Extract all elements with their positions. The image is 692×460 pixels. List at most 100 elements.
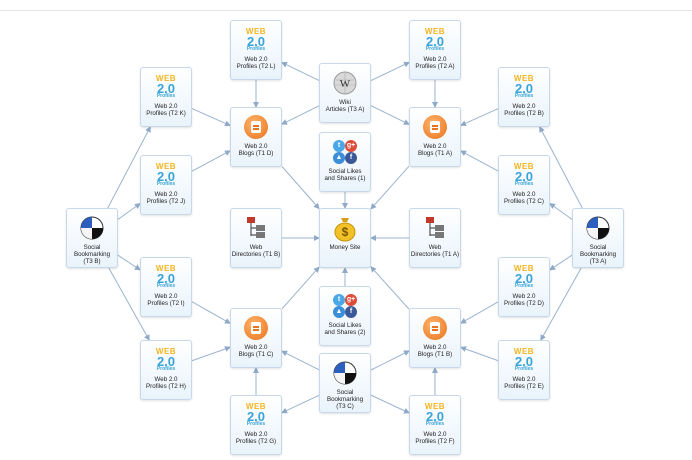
svg-text:$: $ [342,225,349,239]
node-label: Web Directories (T1 A) [410,244,460,258]
node-label: Social Bookmarking (T3 C) [326,389,364,410]
node-label: Web 2.0 Profiles (T2 I) [147,293,185,307]
node-t3c: Social Bookmarking (T3 C) [319,353,371,413]
node-label: Web 2.0 Profiles (T2 L) [236,56,276,70]
node-icon [410,313,460,343]
node-label: Wiki Articles (T3 A) [325,99,365,113]
edge-t2e-to-t1b [460,346,499,362]
node-icon [231,112,281,142]
node-label: Web 2.0 Blogs (T1 A) [417,143,453,157]
edge-t3a-to-t2d [549,254,573,271]
blogger-icon [244,316,268,340]
node-label: Social Likes and Shares (1) [324,168,366,182]
node-label: Web 2.0 Profiles (T2 C) [504,191,544,205]
money-bag-icon: $ [334,218,356,242]
edge-t3b-to-t2k [107,126,151,209]
node-label: Web 2.0 Blogs (T1 B) [417,344,453,358]
edge-t2k-to-t1d [191,108,231,127]
node-label: Web 2.0 Profiles (T2 B) [504,103,544,117]
svg-text:W: W [340,78,351,90]
node-label: Social Bookmarking (T3 A) [579,244,617,265]
edge-t2i-to-t1c [191,301,231,324]
edge-t3c-to-t2g [281,394,320,414]
edge-wiki-to-t1a [370,105,410,125]
node-label: Web 2.0 Profiles (T2 J) [146,191,186,205]
edge-t2c-to-t1a [460,150,499,172]
node-t1d: Web 2.0 Blogs (T1 D) [230,107,282,167]
node-icon: $ [320,213,370,243]
node-icon [320,358,370,388]
node-label: Web 2.0 Profiles (T2 G) [235,431,277,445]
node-label: Web 2.0 Profiles (T2 K) [146,103,186,117]
blogger-icon [423,115,447,139]
wikipedia-globe-icon: W [333,71,357,95]
node-label: Social Bookmarking (T3 B) [73,244,111,265]
node-label: Money Site [329,244,361,251]
node-icon [67,213,117,243]
edge-t1b-to-money [370,266,410,310]
edge-t1c-to-money [281,266,320,310]
blogger-icon [423,316,447,340]
bookmark-pie-icon [333,361,357,385]
edge-t2j-to-t1d [191,150,231,172]
edge-wiki-to-t1d [281,105,320,125]
node-label: Web 2.0 Blogs (T1 D) [238,143,274,157]
node-dirb: Web Directories (T1 B) [230,208,282,268]
node-label: Social Likes and Shares (2) [324,322,366,336]
blogger-icon [244,115,268,139]
edge-t3c-to-t1c [281,350,320,371]
edge-t1a-to-money [370,165,410,210]
node-icon [573,213,623,243]
node-label: Web 2.0 Profiles (T2 H) [146,376,186,390]
node-t1a: Web 2.0 Blogs (T1 A) [409,107,461,167]
node-label: Web Directories (T1 B) [231,244,281,258]
node-t1b: Web 2.0 Blogs (T1 B) [409,308,461,368]
edge-t3c-to-t2f [370,394,410,414]
node-label: Web 2.0 Profiles (T2 F) [415,431,455,445]
node-icon [231,313,281,343]
edge-t3b-to-t2i [117,254,141,271]
node-money: $ Money Site [319,208,371,268]
bookmark-pie-icon [80,216,104,240]
node-label: Web 2.0 Profiles (T2 D) [504,293,544,307]
node-label: Web 2.0 Blogs (T1 C) [238,344,274,358]
node-wiki: W Wiki Articles (T3 A) [319,63,371,123]
edge-t3b-to-t2j [117,203,141,220]
directory-tree-icon [426,217,444,238]
directory-tree-icon [247,217,265,238]
